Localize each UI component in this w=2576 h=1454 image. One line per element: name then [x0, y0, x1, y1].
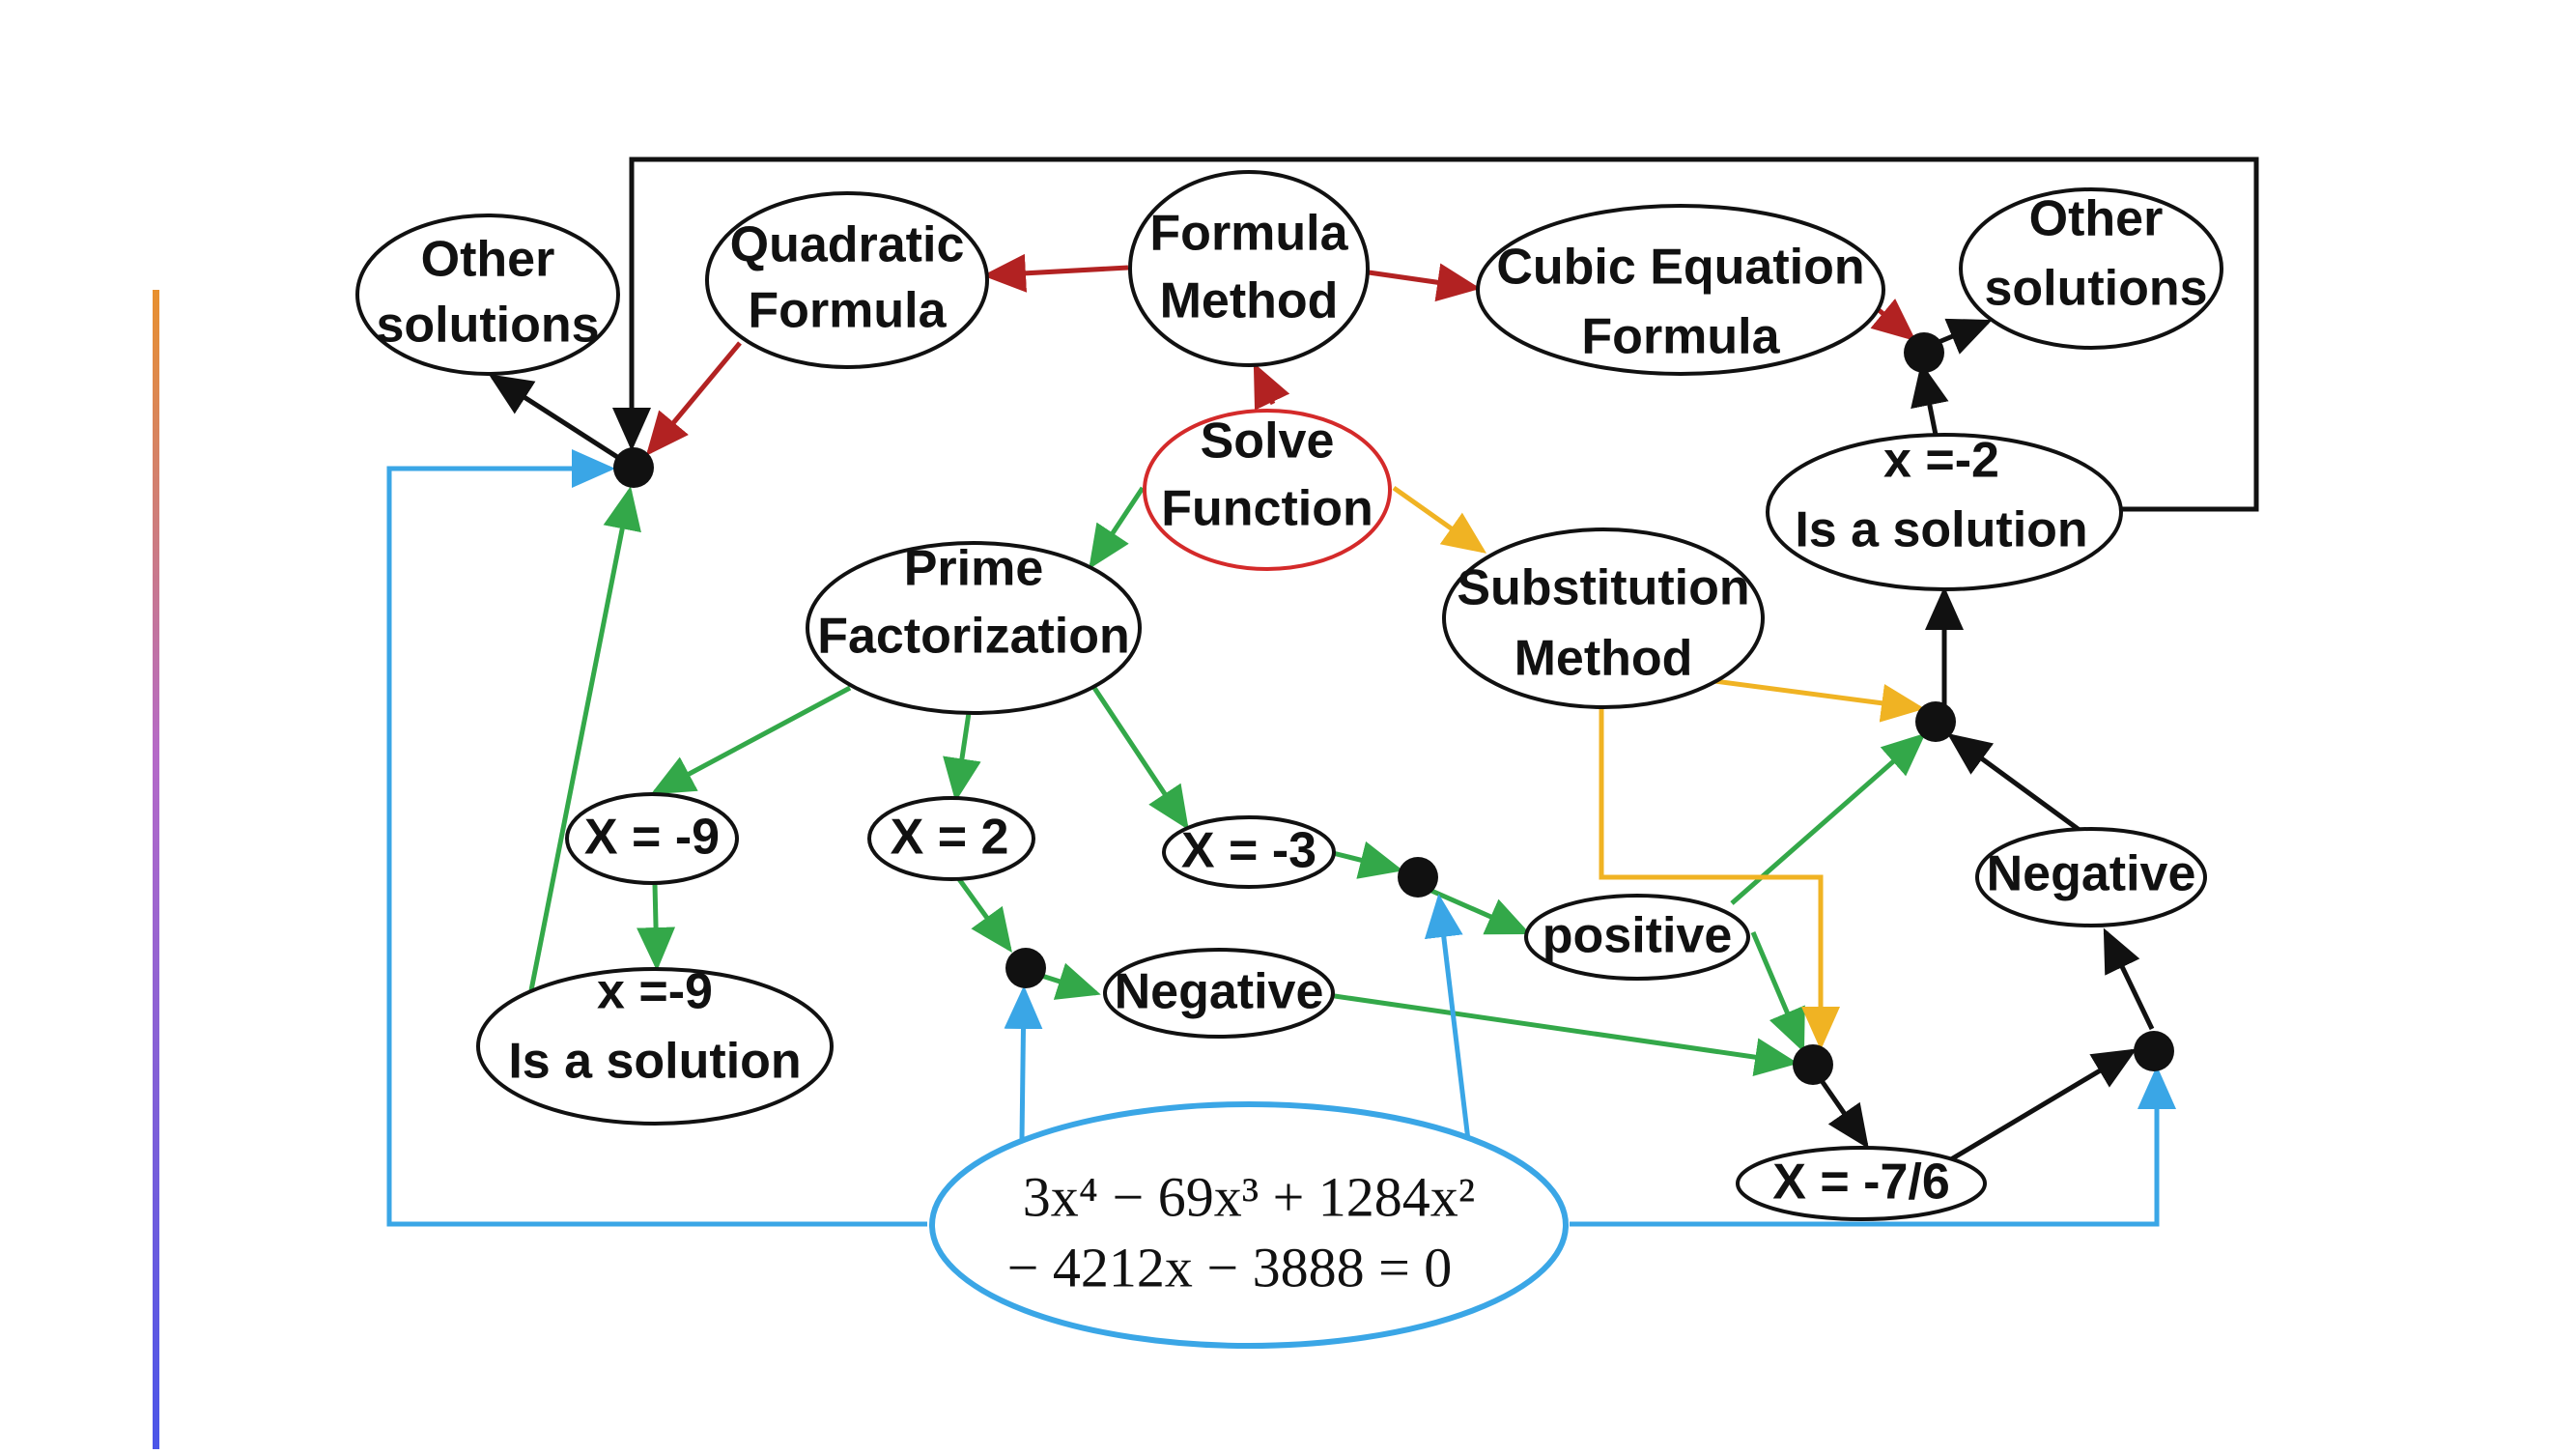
edge-solve-to-substitution: [1392, 485, 1487, 554]
node-cubic-equation-formula: Cubic Equation Formula: [1476, 204, 1885, 376]
svg-text:positive: positive: [1543, 908, 1733, 964]
edge-equation-to-mid-junction: [1004, 985, 1043, 1141]
node-x-minus9-solution: x =-9 Is a solution: [476, 964, 834, 1126]
node-negative-right: Negative: [1975, 827, 2207, 927]
nodes: Other solutions Quadratic Formula Formul…: [355, 170, 2223, 1349]
svg-text:− 4212x − 3888 = 0: − 4212x − 3888 = 0: [1007, 1236, 1453, 1298]
svg-text:Negative: Negative: [1115, 964, 1324, 1020]
node-x-neg7-6: X = -7/6: [1736, 1146, 1987, 1221]
svg-text:solutions: solutions: [1984, 261, 2207, 317]
svg-text:3x⁴ − 69x³ + 1284x²: 3x⁴ − 69x³ + 1284x²: [1023, 1165, 1475, 1228]
node-x-minus2-solution: x =-2 Is a solution: [1766, 433, 2123, 591]
junction-lower-right: [2134, 1031, 2174, 1071]
edge-formula-method-to-quadratic: [982, 253, 1129, 293]
node-equation: 3x⁴ − 69x³ + 1284x² − 4212x − 3888 = 0: [929, 1101, 1569, 1349]
junction-x-neg3: [1398, 857, 1438, 898]
svg-text:Function: Function: [1161, 481, 1373, 537]
node-positive: positive: [1524, 894, 1750, 981]
edge-x-minus9-to-left-junction: [528, 486, 641, 991]
edge-left-junction-to-other-solutions: [488, 374, 630, 467]
edge-equation-to-left-junction: [386, 449, 927, 1227]
svg-text:Formula: Formula: [1149, 206, 1348, 262]
edge-prime-to-x-neg3: [1091, 686, 1189, 831]
svg-text:X = -3: X = -3: [1181, 823, 1316, 879]
svg-text:X = 2: X = 2: [891, 810, 1009, 866]
junction-right-top: [1904, 332, 1944, 373]
junction-left: [613, 447, 654, 488]
node-solve-function: Solve Function: [1143, 409, 1392, 571]
edge-solve-to-formula-method: [1253, 362, 1290, 411]
accent-bar: [153, 290, 159, 1449]
svg-text:X = -7/6: X = -7/6: [1772, 1155, 1950, 1211]
svg-text:Formula: Formula: [1581, 309, 1780, 365]
svg-text:Quadratic: Quadratic: [730, 217, 965, 273]
svg-text:Is a solution: Is a solution: [1795, 502, 2087, 558]
junction-lower: [1793, 1044, 1833, 1085]
node-x-2: X = 2: [867, 796, 1035, 881]
node-x-neg9: X = -9: [565, 792, 739, 885]
node-negative-mid: Negative: [1103, 948, 1335, 1039]
edge-right-junction-to-other-solutions: [1931, 318, 1993, 355]
edge-negative-to-lower-junction: [1327, 992, 1798, 1077]
node-x-neg3: X = -3: [1162, 815, 1336, 889]
node-substitution-method: Substitution Method: [1442, 527, 1765, 709]
edge-formula-method-to-cubic: [1368, 263, 1481, 302]
junction-center-right: [1915, 701, 1956, 742]
svg-text:x =-2: x =-2: [1883, 433, 1999, 489]
edge-positive-to-lower-junction: [1750, 931, 1805, 1053]
svg-text:Other: Other: [421, 232, 555, 288]
edge-substitution-to-lower-junction: [1599, 707, 1840, 1050]
edge-loop-x-minus2-to-left-junction: [612, 157, 2259, 512]
svg-text:Negative: Negative: [1987, 846, 2196, 902]
edge-prime-to-x-neg9: [650, 685, 852, 795]
svg-text:Method: Method: [1514, 631, 1693, 687]
edge-equation-to-x-neg3-junction: [1424, 894, 1471, 1141]
edge-x-neg7-6-to-lower-right-junction: [1949, 1048, 2137, 1162]
node-prime-factorization: Prime Factorization: [806, 541, 1142, 715]
edge-solve-to-prime: [1089, 486, 1146, 570]
svg-text:Solve: Solve: [1201, 413, 1335, 470]
junctions: [613, 332, 2174, 1085]
edge-x-minus2-to-right-junction: [1911, 362, 1949, 436]
edge-equation-to-lower-right-junction: [1570, 1066, 2176, 1227]
svg-text:solutions: solutions: [376, 298, 599, 354]
svg-text:Other: Other: [2029, 191, 2164, 247]
edge-substitution-to-center-junction: [1713, 678, 1925, 723]
svg-text:Is a solution: Is a solution: [508, 1034, 801, 1090]
svg-text:Formula: Formula: [748, 283, 947, 339]
svg-text:Prime: Prime: [904, 541, 1044, 597]
edges: [386, 157, 2259, 1227]
node-other-solutions-right: Other solutions: [1959, 187, 2223, 350]
edge-x-neg3-to-junction: [1332, 841, 1403, 879]
svg-text:Substitution: Substitution: [1457, 560, 1749, 616]
edge-lower-junction-to-x-neg7-6: [1813, 1070, 1869, 1150]
node-formula-method: Formula Method: [1128, 170, 1370, 367]
svg-text:X = -9: X = -9: [584, 810, 720, 866]
edge-negative-right-to-center-junction: [1946, 733, 2093, 841]
edge-prime-to-x-2: [943, 712, 981, 802]
junction-mid: [1005, 948, 1046, 988]
svg-text:Method: Method: [1160, 273, 1339, 329]
edge-x-2-to-mid-junction: [956, 877, 1012, 954]
edge-lower-right-junction-to-negative: [2103, 927, 2155, 1031]
node-quadratic-formula: Quadratic Formula: [705, 191, 989, 369]
edge-x-neg9-to-x-minus9: [637, 883, 676, 971]
node-other-solutions-left: Other solutions: [355, 214, 620, 376]
edge-quadratic-to-left-junction: [645, 341, 742, 456]
svg-text:x =-9: x =-9: [597, 964, 713, 1020]
svg-text:Factorization: Factorization: [817, 609, 1130, 665]
svg-text:Cubic Equation: Cubic Equation: [1496, 240, 1864, 296]
